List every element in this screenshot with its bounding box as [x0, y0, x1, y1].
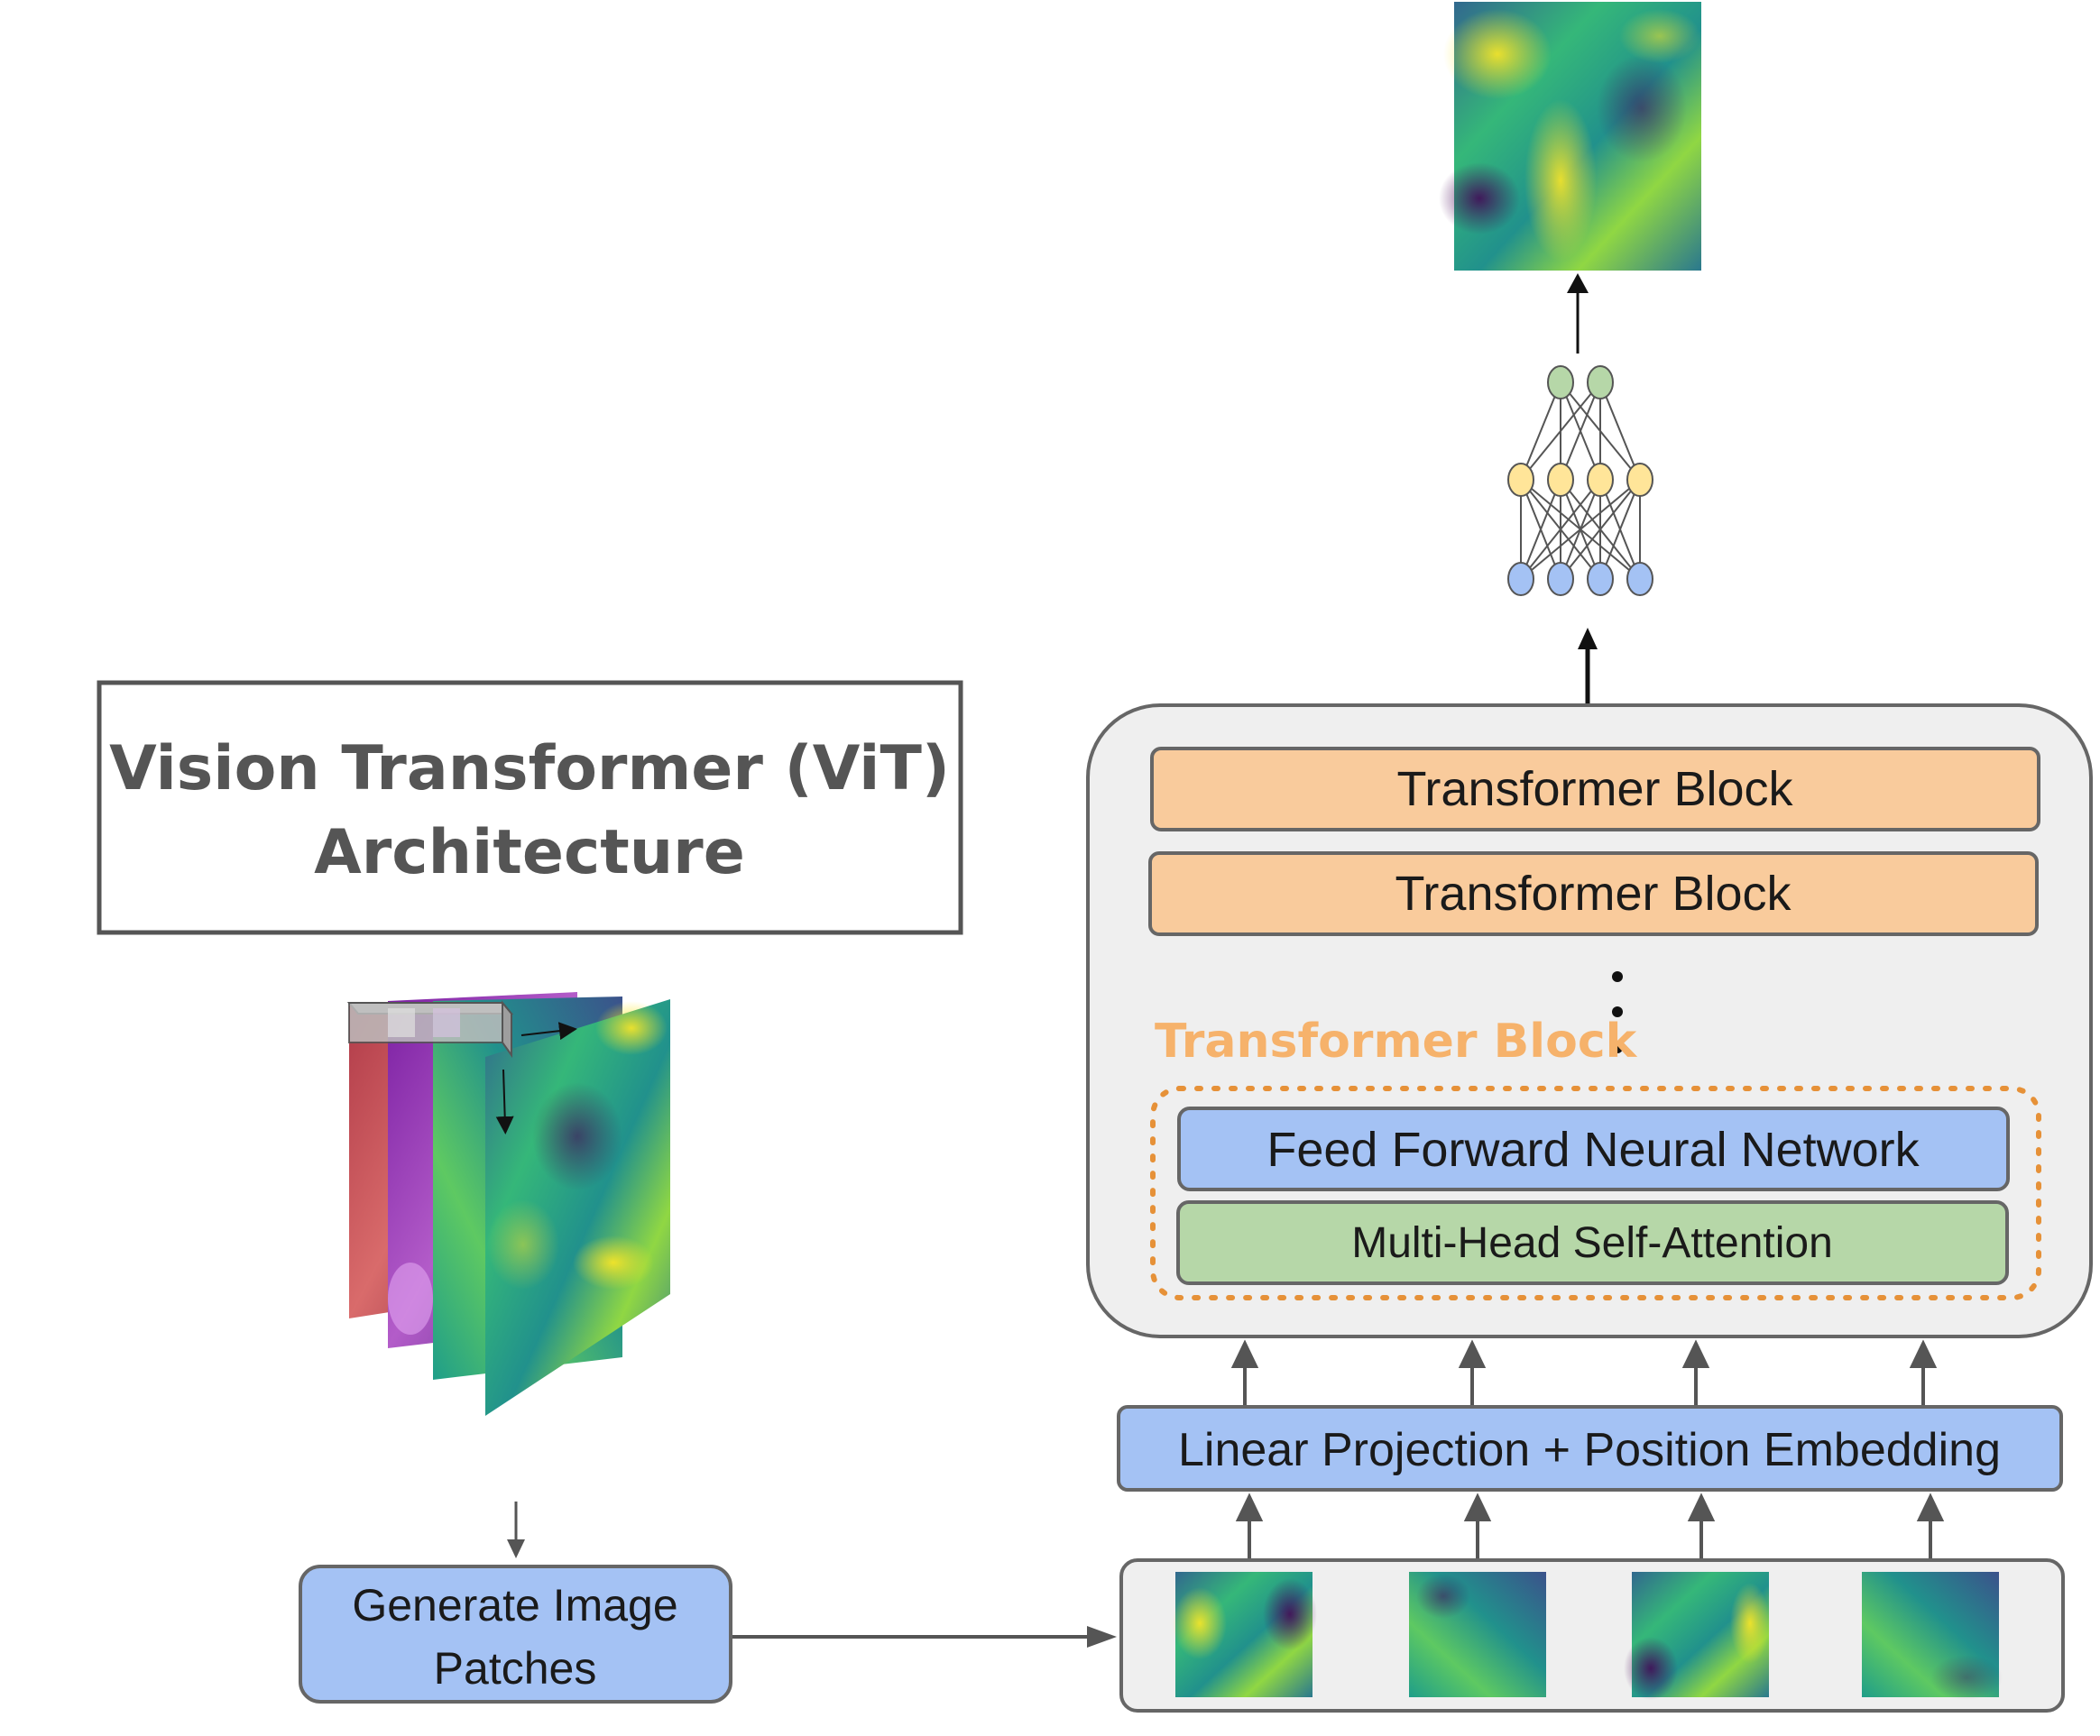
attention-block: Multi-Head Self-Attention — [1176, 1200, 2009, 1285]
transformer-block-label: Transformer Block — [1155, 1015, 1638, 1069]
neural-network-icon — [1507, 365, 1653, 596]
ffn-block: Feed Forward Neural Network — [1177, 1107, 2010, 1191]
arrow-stack-to-generate — [507, 1502, 525, 1558]
patch-arrow-right — [520, 1022, 577, 1041]
transformer-block-outline — [1150, 1086, 2041, 1300]
title-line-2: Architecture — [314, 817, 745, 888]
projection-label: Linear Projection + Position Embedding — [1178, 1424, 2001, 1476]
nn-node-input — [1626, 562, 1653, 596]
svg-text:Transformer Block: Transformer Block — [1396, 762, 1793, 816]
encoder-container: Transformer Block Transformer Block Tran… — [1086, 703, 2093, 1338]
channel-front — [485, 999, 670, 1416]
patches-container — [1119, 1558, 2065, 1713]
title-box: Vision Transformer (ViT) Architecture — [97, 680, 963, 935]
patch-image-3 — [1624, 1572, 1770, 1700]
patch-selector — [346, 1000, 514, 1059]
patch-image-1 — [1173, 1572, 1317, 1697]
nn-node-hidden — [1626, 463, 1653, 497]
linear-projection-box: Linear Projection + Position Embedding — [1117, 1405, 2063, 1492]
generate-label-line-1: Generate Image — [352, 1580, 677, 1630]
nn-node-hidden — [1507, 463, 1534, 497]
generate-patches-button: Generate Image Patches — [299, 1565, 732, 1704]
title-line-1: Vision Transformer (ViT) — [109, 733, 950, 804]
svg-text:Transformer Block: Transformer Block — [1395, 867, 1791, 921]
output-image — [1439, 2, 1701, 271]
nn-node-hidden — [1547, 463, 1574, 497]
arrow-encoder-to-nn — [1578, 628, 1598, 703]
arrow-nn-to-output — [1567, 273, 1589, 354]
transformer-block-2: Transformer Block — [1148, 851, 2039, 936]
input-stack — [346, 992, 670, 1416]
nn-node-hidden — [1587, 463, 1614, 497]
ffn-label: Feed Forward Neural Network — [1266, 1123, 1920, 1177]
arrows-projection-to-encoder — [1230, 1339, 1938, 1405]
arrow-generate-to-patches — [732, 1626, 1117, 1648]
generate-label-line-2: Patches — [434, 1643, 597, 1694]
patch-image-4 — [1862, 1572, 2003, 1700]
attention-label: Multi-Head Self-Attention — [1351, 1219, 1833, 1267]
patch-image-2 — [1409, 1572, 1546, 1697]
nn-node-output — [1547, 365, 1574, 400]
nn-node-output — [1587, 365, 1614, 400]
ellipsis-dots — [1612, 971, 1623, 1053]
arrows-patches-to-projection — [1235, 1493, 1945, 1558]
nn-node-input — [1507, 562, 1534, 596]
nn-node-input — [1547, 562, 1574, 596]
nn-node-input — [1587, 562, 1614, 596]
transformer-block-1: Transformer Block — [1150, 747, 2040, 831]
patch-arrow-down — [495, 1069, 514, 1134]
